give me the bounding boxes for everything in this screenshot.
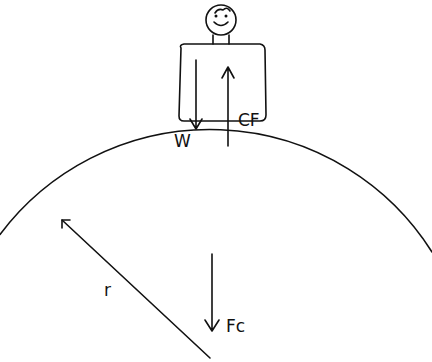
person-eye bbox=[225, 15, 228, 18]
box bbox=[179, 44, 266, 121]
person-eye bbox=[215, 15, 218, 18]
radius-label: r bbox=[104, 282, 111, 299]
person-neck bbox=[213, 35, 229, 44]
person-head bbox=[206, 5, 236, 35]
centripetal-force-arrow bbox=[205, 254, 219, 331]
person-smile bbox=[214, 22, 228, 26]
weight-arrow bbox=[190, 60, 202, 129]
hill-arc bbox=[0, 130, 432, 252]
centripetal-force-label: Fc bbox=[226, 318, 245, 335]
contact-force-label: CF bbox=[238, 112, 260, 129]
weight-label: W bbox=[174, 133, 191, 150]
contact-force-arrow bbox=[222, 67, 234, 146]
radius-tick bbox=[62, 220, 70, 228]
person-hair bbox=[215, 8, 230, 13]
radius-line bbox=[62, 220, 210, 358]
